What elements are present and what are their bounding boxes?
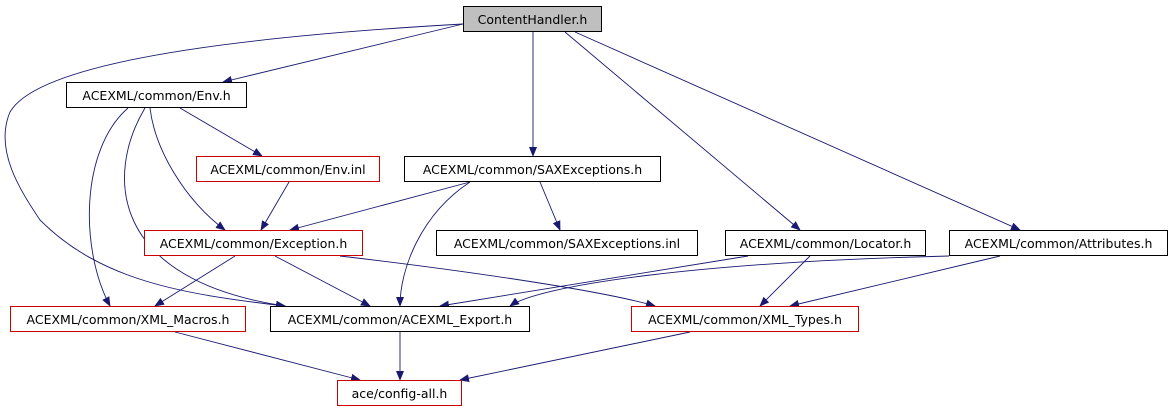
edge-content-handler-to-acexml-export-h <box>4 23 464 309</box>
node-label: ace/config-all.h <box>351 385 448 401</box>
node-label: ACEXML/common/ACEXML_Export.h <box>287 311 513 327</box>
node-config-all-h[interactable]: ace/config-all.h <box>337 380 462 406</box>
edge-sax-exceptions-h-to-sax-exceptions-inl <box>539 181 561 231</box>
edge-locator-h-to-xml-types-h <box>759 255 811 307</box>
edge-sax-exceptions-h-to-acexml-export-h <box>396 181 471 307</box>
node-label: ACEXML/common/Exception.h <box>159 235 348 251</box>
node-label: ContentHandler.h <box>477 11 588 27</box>
edge-env-h-to-env-inl <box>179 107 263 157</box>
edge-sax-exceptions-h-to-exception-h <box>289 181 471 232</box>
node-xml-types-h[interactable]: ACEXML/common/XML_Types.h <box>631 306 859 332</box>
edge-exception-h-to-acexml-export-h <box>274 255 371 307</box>
edge-content-handler-to-attributes-h <box>574 31 1021 231</box>
edge-env-h-to-xml-macros-h <box>88 107 129 307</box>
node-label: ACEXML/common/Env.inl <box>210 161 366 177</box>
edge-locator-h-to-acexml-export-h <box>439 255 749 309</box>
edge-content-handler-to-env-h <box>222 23 464 84</box>
edge-env-h-to-acexml-export-h <box>124 107 286 309</box>
node-xml-macros-h[interactable]: ACEXML/common/XML_Macros.h <box>10 306 246 332</box>
node-label: ACEXML/common/XML_Types.h <box>648 311 842 327</box>
edge-xml-macros-h-to-config-all-h <box>174 331 361 382</box>
edge-attributes-h-to-xml-types-h <box>789 255 1001 308</box>
node-label: ACEXML/common/SAXExceptions.inl <box>453 235 681 251</box>
node-acexml-export-h[interactable]: ACEXML/common/ACEXML_Export.h <box>270 306 530 332</box>
node-env-inl[interactable]: ACEXML/common/Env.inl <box>196 156 380 182</box>
node-label: ACEXML/common/SAXExceptions.h <box>422 161 643 177</box>
node-label: ACEXML/common/Attributes.h <box>964 235 1153 251</box>
node-label: ACEXML/common/XML_Macros.h <box>26 311 230 327</box>
node-sax-exceptions-h[interactable]: ACEXML/common/SAXExceptions.h <box>404 156 661 182</box>
edge-env-inl-to-exception-h <box>260 181 290 231</box>
node-sax-exceptions-inl[interactable]: ACEXML/common/SAXExceptions.inl <box>436 230 698 256</box>
edge-env-h-to-exception-h <box>149 107 226 231</box>
edge-content-handler-to-locator-h <box>564 31 801 231</box>
node-attributes-h[interactable]: ACEXML/common/Attributes.h <box>949 230 1168 256</box>
node-label: ACEXML/common/Env.h <box>82 87 231 103</box>
edge-exception-h-to-xml-macros-h <box>154 255 236 307</box>
node-label: ACEXML/common/Locator.h <box>739 235 912 251</box>
node-content-handler-h[interactable]: ContentHandler.h <box>463 6 602 32</box>
edge-exception-h-to-xml-types-h <box>339 255 656 308</box>
node-env-h[interactable]: ACEXML/common/Env.h <box>66 82 247 108</box>
node-exception-h[interactable]: ACEXML/common/Exception.h <box>144 230 363 256</box>
edge-attributes-h-to-acexml-export-h <box>509 255 950 307</box>
node-locator-h[interactable]: ACEXML/common/Locator.h <box>725 230 926 256</box>
edge-xml-types-h-to-config-all-h <box>459 331 691 383</box>
